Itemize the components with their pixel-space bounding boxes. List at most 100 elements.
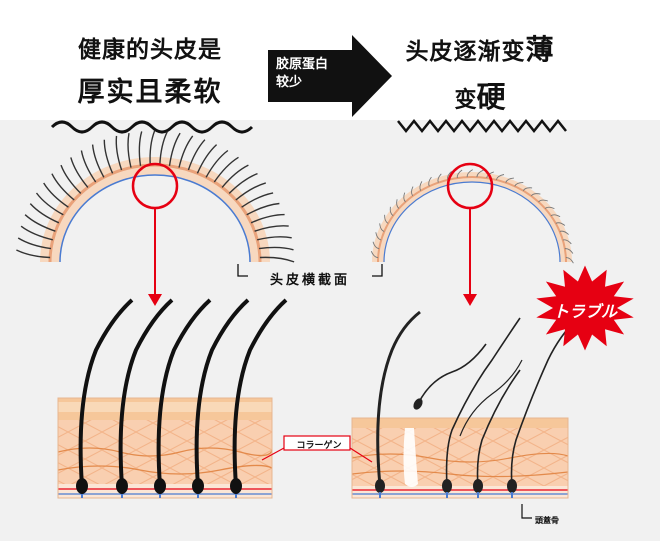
scalp-hair bbox=[550, 214, 561, 218]
hair-bulb bbox=[230, 478, 242, 494]
hair-bulb bbox=[116, 478, 128, 494]
healthy-scalp-arc bbox=[16, 130, 295, 263]
scalp-hair bbox=[17, 237, 52, 250]
healthy-hair-strand bbox=[232, 298, 288, 487]
scalp-hair bbox=[564, 248, 574, 254]
scalp-hair bbox=[447, 171, 452, 181]
scalp-hair bbox=[466, 169, 473, 178]
healthy-hair-strand bbox=[78, 298, 134, 487]
scalp-hair bbox=[555, 222, 566, 226]
scalp-hair bbox=[16, 249, 51, 259]
skull-bracket bbox=[521, 504, 532, 519]
soft-wave-line bbox=[50, 120, 254, 134]
hair-bulb bbox=[507, 479, 517, 493]
thin-title-line2: 变硬 bbox=[385, 74, 575, 116]
collagen-pointer-right bbox=[349, 447, 373, 463]
scalp-hair bbox=[178, 135, 194, 168]
thin-zoom-arrowhead bbox=[463, 294, 477, 306]
scalp-hair bbox=[213, 156, 239, 183]
scalp-hair bbox=[259, 256, 295, 263]
scalp-hair bbox=[370, 251, 379, 259]
scalp-hair bbox=[250, 213, 285, 224]
scalp-hair bbox=[127, 132, 132, 168]
cross-section-bracket-left bbox=[237, 264, 248, 277]
skull-label: 頭蓋骨 bbox=[535, 516, 559, 525]
scalp-hair bbox=[235, 182, 266, 201]
scalp-hair bbox=[428, 176, 432, 187]
healthy-hair-strand bbox=[118, 298, 174, 487]
healthy-hair-strand bbox=[194, 298, 250, 487]
scalp-hair bbox=[196, 144, 218, 174]
collagen-label: コラーゲン bbox=[296, 441, 342, 451]
scalp-hair bbox=[159, 131, 169, 166]
arrow-label: 胶原蛋白 较少 bbox=[276, 56, 356, 92]
arrow-label-line2: 较少 bbox=[276, 75, 303, 90]
scalp-hair bbox=[91, 144, 105, 178]
scalp-hair bbox=[505, 177, 514, 183]
scalp-hair bbox=[372, 241, 380, 250]
hard-zigzag-line bbox=[397, 118, 567, 134]
scalp-hair bbox=[115, 135, 123, 171]
scalp-hair bbox=[24, 214, 56, 232]
scalp-hair bbox=[565, 257, 574, 264]
scalp-hair bbox=[246, 202, 280, 216]
scalp-hair bbox=[228, 172, 258, 194]
scalp-hair bbox=[258, 246, 294, 251]
scalp-hair bbox=[559, 230, 569, 235]
scalp-hair bbox=[29, 203, 60, 224]
scalp-hair bbox=[384, 214, 389, 224]
thin-title: 头皮逐渐变薄 变硬 bbox=[385, 28, 575, 116]
cross-section-label: 头皮横截面 bbox=[269, 273, 350, 288]
scalp-hair bbox=[544, 206, 555, 210]
scalp-hair bbox=[456, 169, 463, 179]
arrow-label-line1: 胶原蛋白 bbox=[276, 57, 329, 72]
healthy-hair-strand bbox=[156, 298, 212, 487]
trouble-label: トラブル bbox=[552, 302, 617, 321]
thin-skin-section bbox=[351, 310, 579, 499]
falling-hair bbox=[417, 343, 487, 405]
scalp-hair bbox=[495, 174, 505, 181]
thin-title-line2-b: 硬 bbox=[476, 80, 506, 114]
scalp-hair bbox=[221, 164, 249, 188]
scalp-hair bbox=[205, 149, 229, 178]
collagen-label-box bbox=[283, 435, 351, 451]
scalp-hair bbox=[389, 206, 394, 217]
healthy-title: 健康的头皮是 厚实且柔软 bbox=[40, 30, 260, 109]
scalp-hair bbox=[80, 150, 97, 183]
scalp-hair bbox=[168, 132, 181, 166]
hair-bulb bbox=[154, 478, 166, 494]
thin-title-line1-a: 头皮逐渐变 bbox=[405, 39, 526, 65]
scalp-hair bbox=[254, 225, 289, 232]
scalp-hair bbox=[138, 131, 143, 166]
thin-title-line1-b: 薄 bbox=[525, 33, 555, 66]
scalp-hair bbox=[562, 239, 572, 245]
healthy-zoom-arrowhead bbox=[148, 294, 162, 306]
scalp-hair bbox=[437, 173, 442, 183]
scalp-hair bbox=[187, 139, 206, 171]
scalp-hair bbox=[396, 199, 400, 209]
thin-hair-strand bbox=[445, 317, 521, 487]
thin-title-line1: 头皮逐渐变薄 bbox=[385, 28, 575, 68]
falling-hair bbox=[459, 359, 523, 437]
scalp-hair bbox=[411, 186, 414, 197]
thin-title-line2-a: 变 bbox=[454, 88, 477, 113]
scalp-hair bbox=[530, 193, 541, 197]
thin-hair-strand bbox=[476, 369, 521, 487]
trouble-starburst bbox=[536, 265, 634, 351]
scalp-hair bbox=[514, 182, 524, 187]
scalp-hair bbox=[419, 181, 423, 191]
hair-bulb bbox=[442, 479, 452, 493]
healthy-skin-section bbox=[57, 298, 288, 499]
cross-section-bracket-right bbox=[372, 264, 383, 277]
scalp-hair bbox=[60, 164, 82, 194]
hair-bulb bbox=[473, 479, 483, 493]
scalp-hair bbox=[43, 182, 69, 208]
scalp-hair bbox=[51, 173, 75, 201]
scalp-hair bbox=[35, 192, 64, 216]
scalp-hair bbox=[70, 157, 89, 188]
falling-hair-bulb bbox=[413, 398, 423, 410]
scalp-hair bbox=[257, 236, 292, 241]
scalp-hair bbox=[149, 130, 156, 166]
thin-hair-strand bbox=[376, 310, 421, 487]
